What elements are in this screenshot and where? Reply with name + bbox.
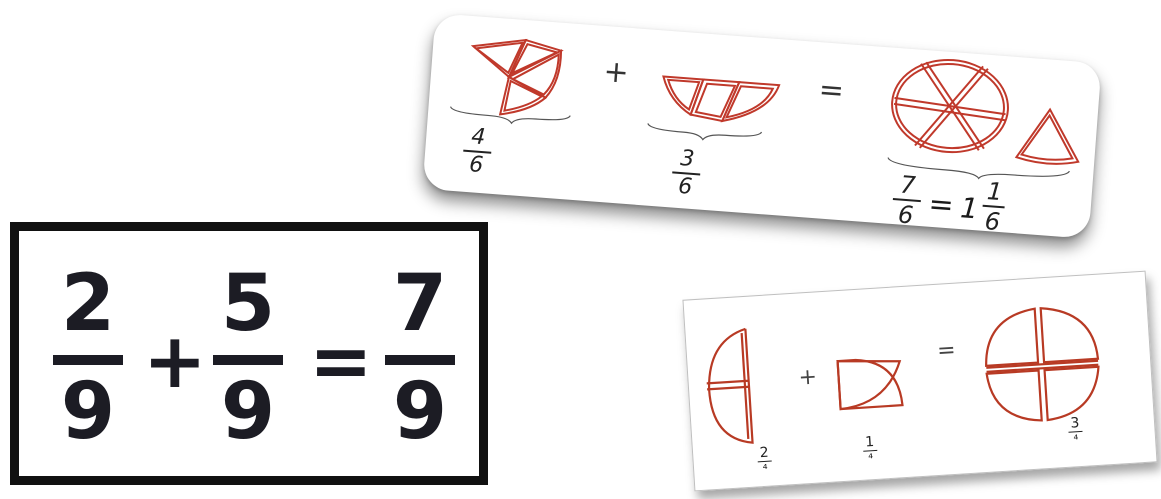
fraction-denominator: 6 <box>461 154 491 178</box>
equation-denominator-3: 9 <box>385 373 455 451</box>
fraction-numerator: 2 <box>757 445 772 460</box>
equation-numerator-2: 5 <box>213 265 283 343</box>
card1-equals-sign: = <box>818 72 846 109</box>
one-quarter-sector <box>838 357 903 409</box>
card1-plus-sign: + <box>602 54 630 91</box>
quarters-diagram <box>683 272 1156 491</box>
fraction-denominator: ⁴ <box>1069 433 1084 446</box>
card1-mixed-whole: 1 <box>959 191 979 225</box>
seven-sixths-sectors <box>888 56 1085 166</box>
card1-fraction-three-sixths: 3 6 <box>670 147 702 199</box>
equation-box: 2 9 + 5 9 = 7 9 <box>10 222 488 485</box>
equation-numerator-3: 7 <box>385 265 455 343</box>
equation-plus-sign: + <box>143 323 207 399</box>
fraction-numerator: 1 <box>862 435 877 450</box>
fraction-numerator: 7 <box>893 172 923 198</box>
fraction-bar-3 <box>385 355 455 365</box>
card2-plus-sign: + <box>798 364 818 390</box>
card2-fraction-three-quarters: 3 ⁴ <box>1068 416 1084 446</box>
fraction-denominator: 6 <box>891 202 921 228</box>
fraction-denominator: ⁴ <box>758 462 773 475</box>
equation-denominator-2: 9 <box>213 373 283 451</box>
three-sixths-sectors <box>660 76 779 125</box>
card2-fraction-one-quarter: 1 ⁴ <box>862 435 878 465</box>
four-sixths-sectors <box>468 36 562 118</box>
fraction-bar-1 <box>53 355 123 365</box>
fraction-numerator: 3 <box>1068 416 1083 431</box>
fraction-numerator: 3 <box>672 147 702 171</box>
card1-equals-mixed: = <box>927 187 955 224</box>
card2-fraction-two-quarters: 2 ⁴ <box>757 445 773 475</box>
fraction-numerator: 4 <box>464 126 494 150</box>
fraction-bar-2 <box>213 355 283 365</box>
two-quarters-sectors <box>703 329 752 445</box>
card2-equals-sign: = <box>936 338 956 364</box>
fraction-numerator: 1 <box>983 179 1007 205</box>
card1-mixed-fraction: 1 6 <box>981 179 1007 234</box>
equation-numerator-1: 2 <box>53 265 123 343</box>
fraction-card-sixths: + = 4 6 3 6 7 6 = 1 1 6 <box>422 13 1101 239</box>
equation-denominator-1: 9 <box>53 373 123 451</box>
equation-equals-sign: = <box>309 323 373 399</box>
card1-fraction-four-sixths: 4 6 <box>461 126 493 178</box>
fraction-denominator: 6 <box>670 175 700 199</box>
fraction-card-quarters: + = 2 ⁴ 1 ⁴ 3 ⁴ <box>682 271 1157 492</box>
card1-fraction-seven-sixths: 7 6 <box>891 172 923 228</box>
fraction-denominator: 6 <box>981 209 1005 235</box>
fraction-denominator: ⁴ <box>863 452 878 465</box>
three-quarters-sectors <box>983 305 1102 424</box>
